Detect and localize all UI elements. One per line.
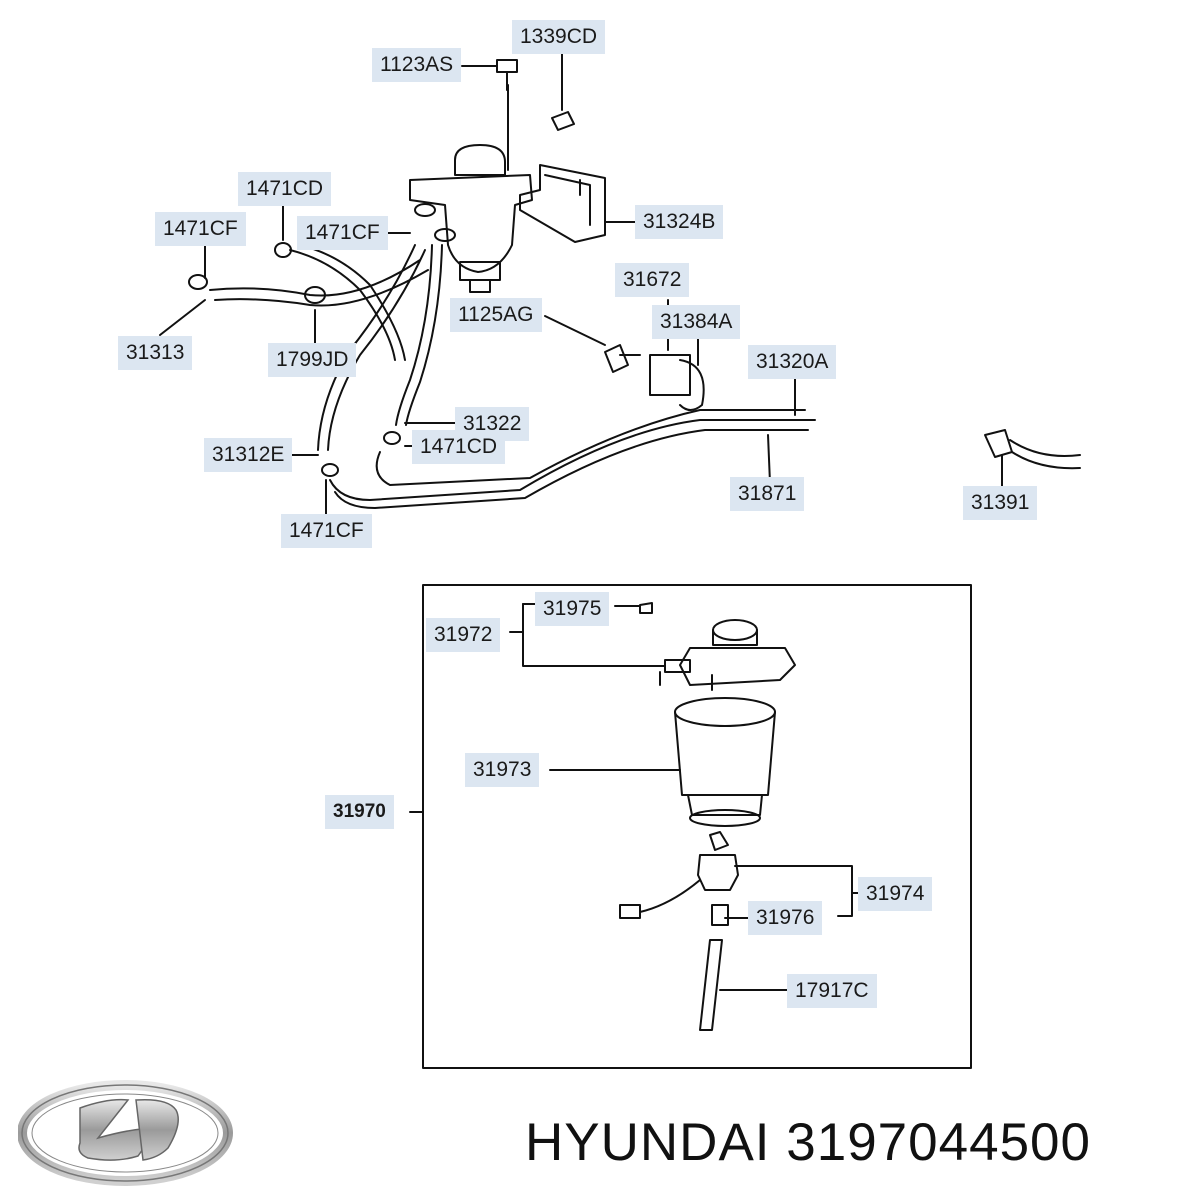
- part-label-31324B: 31324B: [635, 205, 724, 239]
- part-label-31975: 31975: [535, 592, 610, 626]
- part-label-31391: 31391: [963, 486, 1038, 520]
- part-label-1339CD: 1339CD: [512, 20, 606, 54]
- part-label-1471CF-left: 1471CF: [155, 212, 246, 246]
- hyundai-logo-icon: [18, 1080, 233, 1186]
- part-label-31970-assembly: 31970: [325, 795, 394, 829]
- part-label-1471CD-low: 1471CD: [412, 430, 506, 464]
- part-label-31313: 31313: [118, 336, 193, 370]
- part-label-31871: 31871: [730, 477, 805, 511]
- part-label-1123AS: 1123AS: [372, 48, 462, 82]
- part-label-31672: 31672: [615, 263, 690, 297]
- part-label-31976: 31976: [748, 901, 823, 935]
- part-label-1471CF-low: 1471CF: [281, 514, 372, 548]
- part-label-1471CD-top: 1471CD: [238, 172, 332, 206]
- part-label-31972: 31972: [426, 618, 501, 652]
- part-label-17917C: 17917C: [787, 974, 877, 1008]
- part-label-1125AG: 1125AG: [450, 298, 542, 332]
- part-label-1471CF-mid: 1471CF: [297, 216, 388, 250]
- part-label-31320A: 31320A: [748, 345, 837, 379]
- part-label-31384A: 31384A: [652, 305, 741, 339]
- part-label-31312E: 31312E: [204, 438, 293, 472]
- part-label-31973: 31973: [465, 753, 540, 787]
- part-label-1799JD: 1799JD: [268, 343, 357, 377]
- part-label-31974: 31974: [858, 877, 933, 911]
- brand-part-number: HYUNDAI 3197044500: [525, 1113, 1092, 1172]
